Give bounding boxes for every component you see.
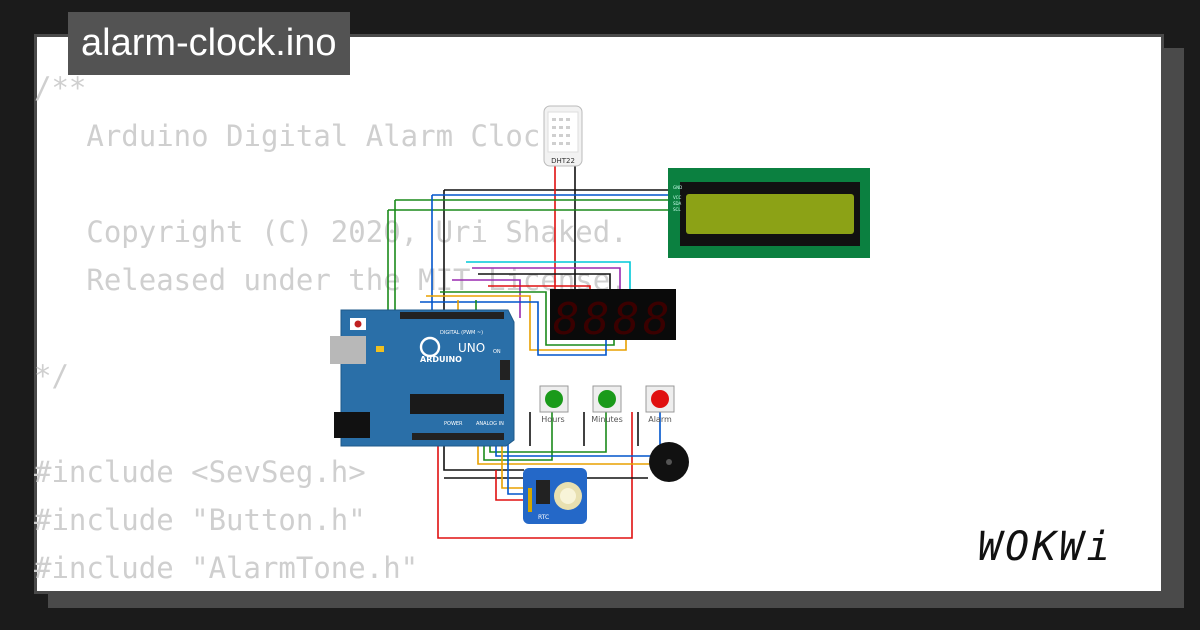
code-line: #include <SevSeg.h>	[34, 455, 366, 489]
lcd-pin-scl: SCL	[673, 207, 681, 212]
board-model: UNO	[458, 341, 485, 355]
code-line: #include "AlarmTone.h"	[34, 551, 419, 585]
code-line: */	[34, 359, 69, 393]
board-brand: ARDUINO	[420, 355, 462, 364]
lcd-pin-vcc: VCC	[673, 195, 682, 200]
button-hours-label: Hours	[541, 415, 564, 424]
lcd-pin-gnd: GND	[673, 185, 682, 190]
code-line: /**	[34, 71, 87, 105]
code-line: Copyright (C) 2020, Uri Shaked.	[34, 215, 628, 249]
code-line: Arduino Digital Alarm Clock	[34, 119, 558, 153]
dht22-sensor[interactable]: DHT22	[543, 105, 583, 167]
wokwi-logo: WOKWi	[978, 524, 1114, 570]
board-digital-label: DIGITAL (PWM ~)	[440, 330, 483, 336]
lcd-display[interactable]: GND VCC SDA SCL	[668, 168, 870, 258]
card-shadow-bottom	[48, 594, 1184, 608]
rtc-module[interactable]: RTC	[523, 468, 587, 524]
sensor-label: DHT22	[551, 157, 575, 165]
code-line: #include "Button.h"	[34, 503, 366, 537]
arduino-uno-board[interactable]: ARDUINO UNO DIGITAL (PWM ~) ON POWER ANA…	[330, 309, 515, 447]
board-on-label: ON	[493, 349, 501, 355]
rtc-label: RTC	[538, 514, 549, 521]
button-minutes-label: Minutes	[591, 415, 623, 424]
digit-3: 8	[613, 294, 640, 345]
digit-4: 8	[643, 294, 670, 345]
lcd-pin-sda: SDA	[673, 201, 682, 206]
digit-2: 8	[583, 294, 610, 345]
seven-segment-display[interactable]: 8 8 8 8	[550, 289, 676, 345]
buzzer[interactable]	[649, 442, 689, 482]
card-shadow-right	[1164, 48, 1184, 608]
button-minutes[interactable]: Minutes	[591, 385, 623, 424]
sketch-title: alarm-clock.ino	[68, 12, 350, 75]
digit-1: 8	[553, 294, 580, 345]
button-alarm-label: Alarm	[648, 415, 672, 424]
button-hours[interactable]: Hours	[539, 385, 569, 424]
board-power-label: POWER	[444, 421, 463, 427]
board-analog-label: ANALOG IN	[476, 421, 504, 427]
button-alarm[interactable]: Alarm	[645, 385, 675, 424]
